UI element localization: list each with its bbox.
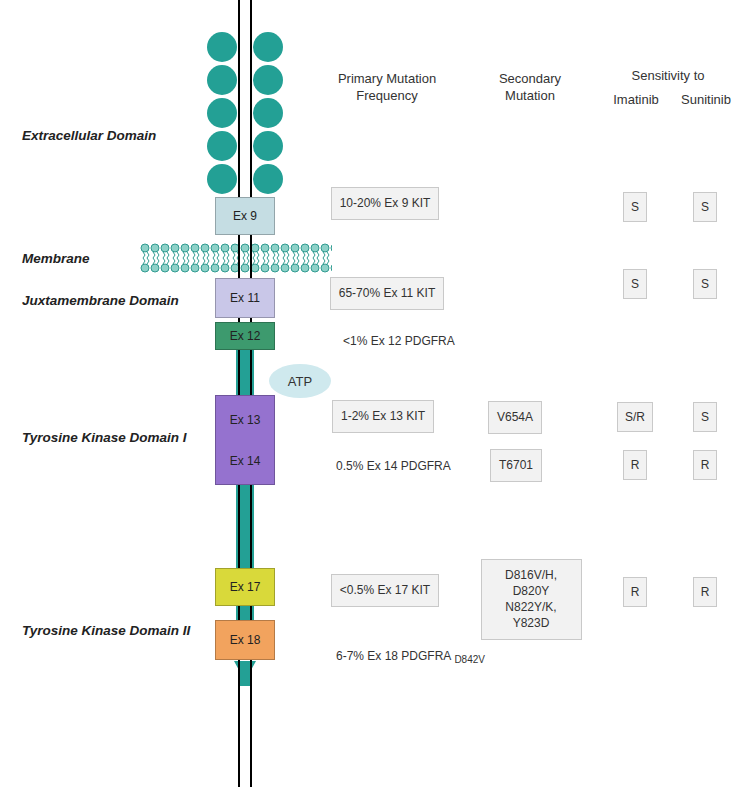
node-text: S — [631, 277, 639, 291]
extracellular-domain-circles — [207, 32, 283, 194]
ig-domain — [253, 131, 283, 161]
domain-label: Membrane — [22, 251, 90, 266]
sensitivity-box: R — [693, 577, 717, 607]
node-text: S — [701, 277, 709, 291]
lipid-bilayer — [140, 243, 332, 273]
sensitivity-box: R — [693, 450, 717, 480]
secondary-mutation-box: V654A — [488, 401, 542, 434]
column-header: Imatinib — [613, 92, 659, 109]
ig-domain — [253, 164, 283, 194]
ig-domain — [207, 65, 237, 95]
exon-box: Ex 12 — [215, 322, 275, 350]
column-header: Sensitivity to — [632, 68, 705, 85]
ig-domain — [253, 65, 283, 95]
node-text: Ex 9 — [233, 209, 257, 223]
node-text: Ex 12 — [230, 329, 261, 343]
node-text: D816V/H, D820Y N822Y/K, Y823D — [489, 567, 574, 632]
mutation-note: D842V — [454, 654, 485, 665]
sensitivity-box: R — [623, 577, 647, 607]
exon-box: Ex 18 — [215, 620, 275, 660]
ig-domain — [207, 32, 237, 62]
frequency-text: <1% Ex 12 PDGFRA — [343, 334, 455, 348]
domain-label: Tyrosine Kinase Domain II — [22, 623, 190, 638]
exon-box: Ex 17 — [215, 568, 275, 606]
ig-domain — [207, 98, 237, 128]
node-text: R — [631, 585, 640, 599]
node-text: Ex 14 — [230, 454, 261, 468]
node-text: 1-2% Ex 13 KIT — [341, 408, 425, 424]
node-text: T6701 — [499, 457, 533, 473]
node-text: Ex 17 — [230, 580, 261, 594]
node-text: V654A — [497, 409, 533, 425]
exon-box: Ex 11 — [215, 278, 275, 318]
frequency-box: <0.5% Ex 17 KIT — [331, 574, 439, 607]
node-text: R — [631, 458, 640, 472]
receptor-tail — [234, 661, 256, 686]
ig-domain — [207, 164, 237, 194]
secondary-mutation-box: T6701 — [490, 449, 542, 482]
exon-box: Ex 13 Ex 14 — [215, 395, 275, 485]
domain-label: Juxtamembrane Domain — [22, 293, 179, 308]
sensitivity-box: S — [693, 192, 717, 222]
node-text: S/R — [625, 410, 645, 424]
exon-box: Ex 9 — [215, 197, 275, 235]
node-text: Ex 13 — [230, 413, 261, 427]
sensitivity-box: S — [623, 269, 647, 299]
domain-label: Tyrosine Kinase Domain I — [22, 430, 187, 445]
frequency-text: 6-7% Ex 18 PDGFRA — [336, 649, 451, 663]
sensitivity-box: S — [693, 402, 717, 432]
domain-label: Extracellular Domain — [22, 128, 156, 143]
node-text: R — [701, 585, 710, 599]
node-text: Ex 18 — [230, 633, 261, 647]
node-text: 65-70% Ex 11 KIT — [339, 285, 436, 301]
node-text: R — [701, 458, 710, 472]
sensitivity-box: S — [693, 269, 717, 299]
column-header: Primary Mutation Frequency — [327, 71, 447, 105]
node-text: <0.5% Ex 17 KIT — [340, 582, 430, 598]
frequency-box: 65-70% Ex 11 KIT — [330, 277, 444, 310]
node-text: 10-20% Ex 9 KIT — [340, 195, 431, 211]
frequency-box: 10-20% Ex 9 KIT — [331, 187, 439, 220]
node-text: S — [631, 200, 639, 214]
column-header: Secondary Mutation — [489, 71, 571, 105]
node-text: S — [701, 200, 709, 214]
atp-ellipse: ATP — [269, 364, 331, 398]
column-header: Sunitinib — [681, 92, 731, 109]
sensitivity-box: S — [623, 192, 647, 222]
frequency-box: 1-2% Ex 13 KIT — [332, 400, 434, 433]
node-text: Ex 11 — [230, 291, 260, 305]
frequency-text: 0.5% Ex 14 PDGFRA — [336, 459, 451, 473]
ig-domain — [253, 32, 283, 62]
sensitivity-box: R — [623, 450, 647, 480]
receptor-chain-line — [250, 0, 252, 787]
sensitivity-box: S/R — [617, 402, 653, 432]
node-text: ATP — [288, 374, 312, 389]
secondary-mutation-box: D816V/H, D820Y N822Y/K, Y823D — [481, 559, 582, 640]
ig-domain — [253, 98, 283, 128]
ig-domain — [207, 131, 237, 161]
receptor-chain-line — [238, 0, 240, 787]
node-text: S — [701, 410, 709, 424]
